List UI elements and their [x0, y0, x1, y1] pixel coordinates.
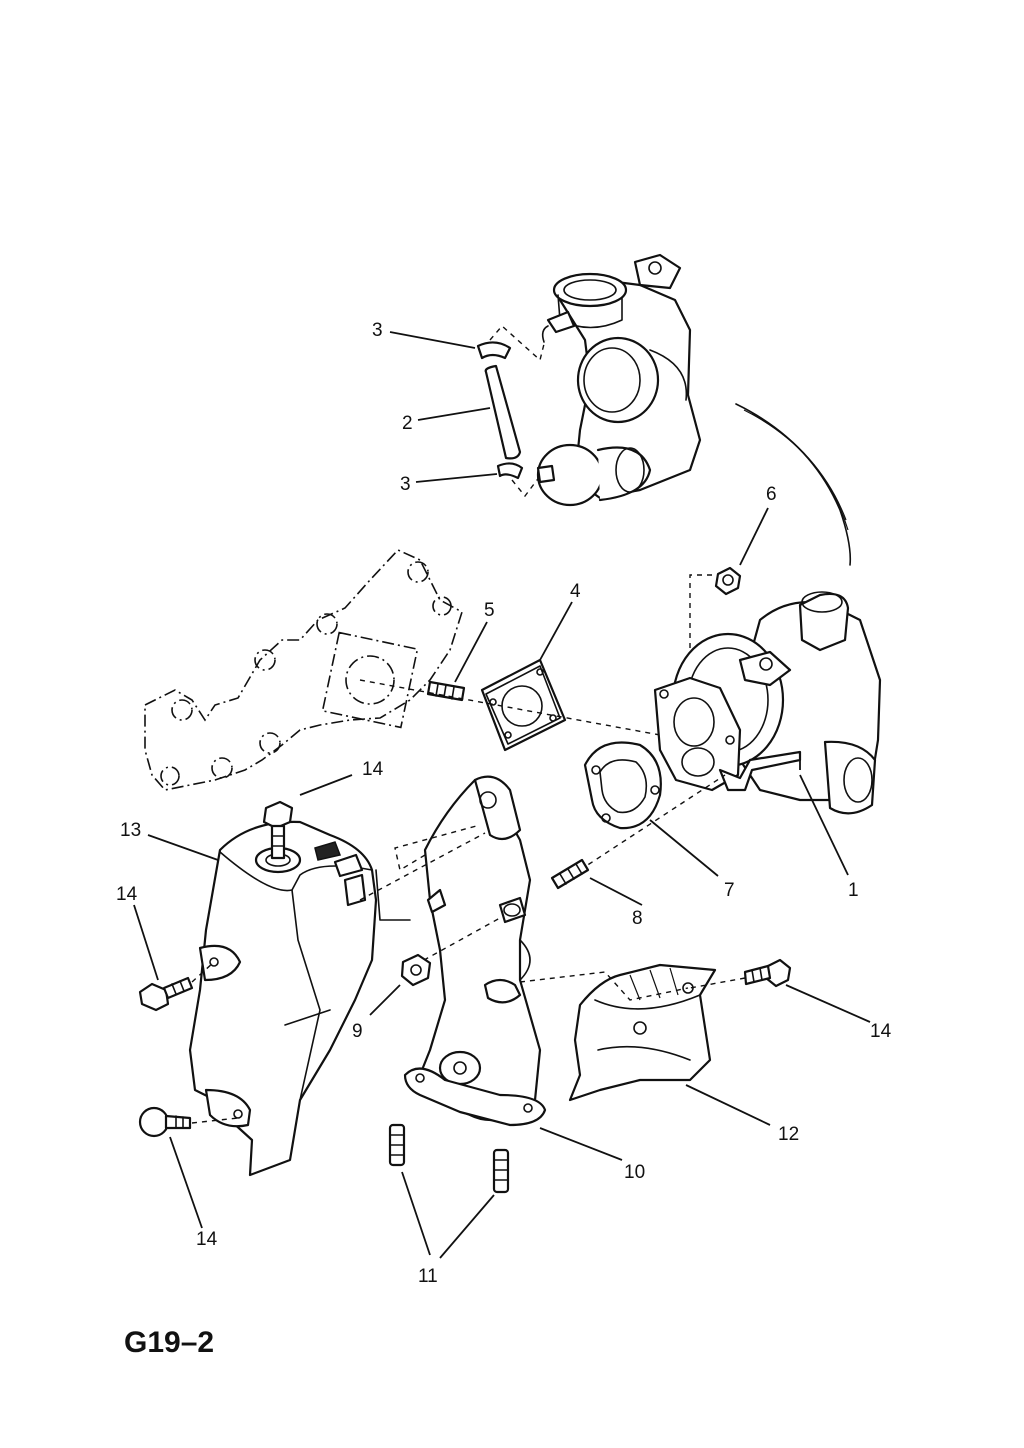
gasket-drawing-7: [579, 741, 726, 871]
callout-9: 9: [352, 1021, 363, 1042]
stud-drawing-5: [426, 680, 466, 702]
callout-3-upper: 3: [372, 320, 383, 341]
nut-drawing-9: [400, 953, 432, 987]
callout-14-right: 14: [870, 1021, 892, 1042]
callout-10: 10: [624, 1162, 645, 1183]
callout-13: 13: [120, 820, 141, 841]
downpipe-manifold-drawing: [394, 775, 547, 1127]
callout-8: 8: [632, 908, 643, 929]
bolt-drawing-14-right: [689, 958, 792, 989]
stud-drawings-11: [388, 1123, 510, 1194]
callout-6: 6: [766, 484, 777, 505]
bolt-drawing-14-left: [138, 961, 215, 1012]
vacuum-hose-drawing: [476, 325, 546, 498]
callout-11: 11: [418, 1266, 438, 1287]
heat-shield-drawing-12: [519, 963, 717, 1102]
callout-7: 7: [724, 880, 735, 901]
bolt-drawing-14-bottom: [138, 1106, 239, 1138]
turbocharger-drawing: [653, 591, 882, 815]
callout-14-left: 14: [116, 884, 138, 905]
callout-5: 5: [484, 600, 495, 621]
callout-14-bottom: 14: [196, 1229, 218, 1250]
callout-labels: 3 2 3 6 4 5 14 13 7 1 14 8 9 14 12 10 14…: [116, 320, 892, 1287]
stud-drawing-8: [550, 858, 590, 890]
callout-2: 2: [402, 413, 413, 434]
callout-4: 4: [570, 581, 581, 602]
diagram-code: G19–2: [124, 1326, 214, 1359]
wastegate-actuator-drawing: [536, 443, 652, 507]
exhaust-manifold-outline: [144, 549, 463, 791]
engine-block-outline: [735, 403, 852, 566]
callout-12: 12: [778, 1124, 799, 1145]
intake-housing-drawing: [541, 253, 702, 500]
callout-1: 1: [848, 880, 859, 901]
callout-14-top: 14: [362, 759, 384, 780]
gasket-drawing-4: [359, 658, 661, 752]
callout-3-lower: 3: [400, 474, 411, 495]
heat-shield-drawing-13: [188, 820, 486, 1177]
leader-lines: [133, 331, 871, 1259]
bolt-drawing-14-top: [262, 800, 294, 860]
